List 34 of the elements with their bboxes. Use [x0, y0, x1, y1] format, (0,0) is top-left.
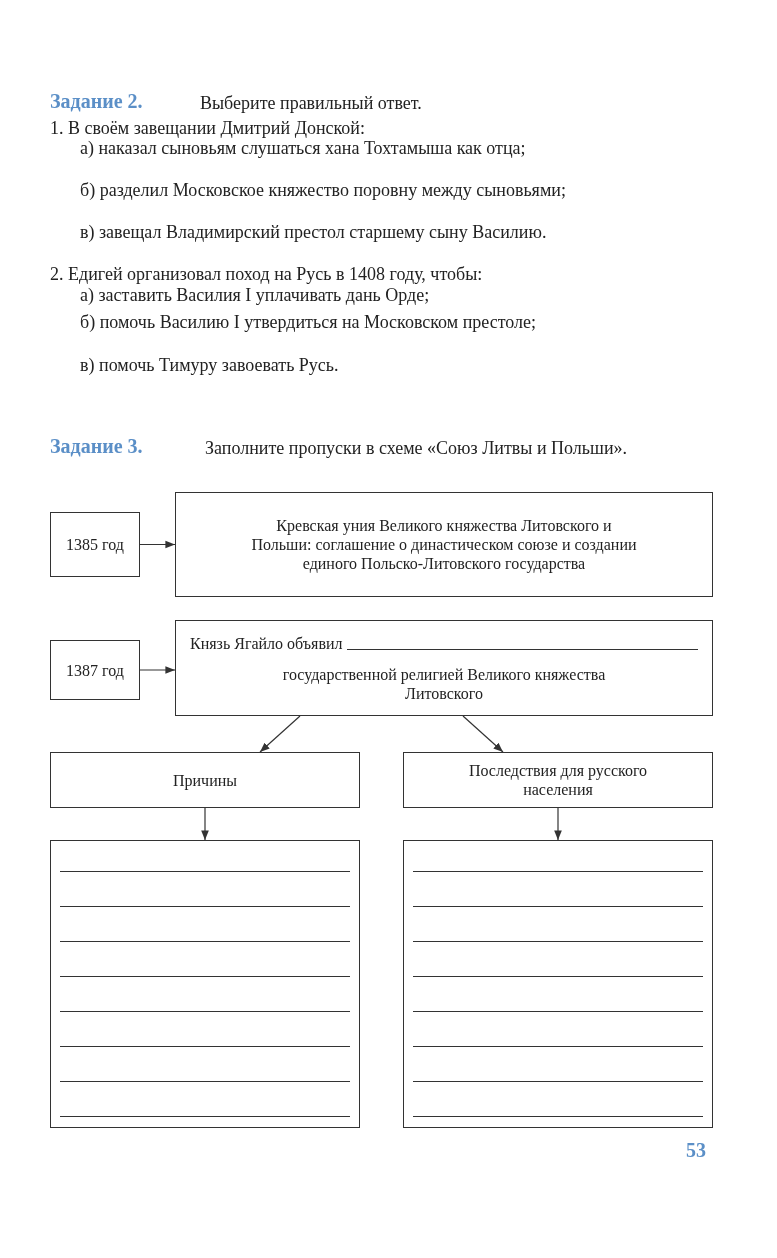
category-box [50, 752, 360, 808]
arrow [554, 807, 562, 841]
category-title: Последствия для русского населения [467, 761, 649, 799]
answer-option: а) наказал сыновьям слушаться хана Тохтамыша как отца; [80, 138, 713, 159]
question-text: 1. В своём завещании Дмитрий Донской: [50, 118, 365, 139]
arrow [139, 540, 176, 549]
answer-option: а) заставить Василия I уплачивать дань Орде; [80, 285, 430, 306]
answer-box [50, 840, 360, 1128]
year-text: 1387 год [66, 660, 124, 680]
event-box [175, 492, 713, 597]
task-heading: Задание 3. [50, 436, 143, 457]
arrow [139, 666, 176, 674]
event-text: государственной религией Великого княжества Литовского [281, 664, 607, 703]
answer-option: б) разделил Московское княжество поровну между сыновьями; [80, 180, 713, 201]
category-title: Причины [172, 770, 237, 790]
year-box [50, 640, 140, 700]
answer-option: в) помочь Тимуру завоевать Русь. [80, 355, 339, 376]
arrow [201, 807, 209, 841]
statement-text: Князь Ягайло объявил [190, 633, 343, 653]
page-number: 53 [686, 1140, 706, 1161]
year-box [50, 512, 140, 577]
event-box [175, 620, 713, 716]
instruction-text: Выберите правильный ответ. [200, 93, 422, 114]
answer-box [403, 840, 713, 1128]
question-text: 2. Едигей организовал поход на Русь в 1408 году, чтобы: [50, 264, 483, 285]
answer-option: б) помочь Василию I утвердиться на Московском престоле; [80, 312, 713, 333]
event-text: Кревская уния Великого княжества Литовского и Польши: соглашение о династическом союзе и создании единого Польско-Литовского государства [250, 516, 638, 573]
answer-option: в) завещал Владимирский престол старшему сыну Василию. [80, 222, 713, 243]
arrow [462, 715, 504, 753]
category-box [403, 752, 713, 808]
instruction-text: Заполните пропуски в схеме «Союз Литвы и Польши». [205, 438, 628, 459]
arrow [259, 715, 301, 753]
task-heading: Задание 2. [50, 91, 143, 112]
year-text: 1385 год [66, 535, 124, 554]
